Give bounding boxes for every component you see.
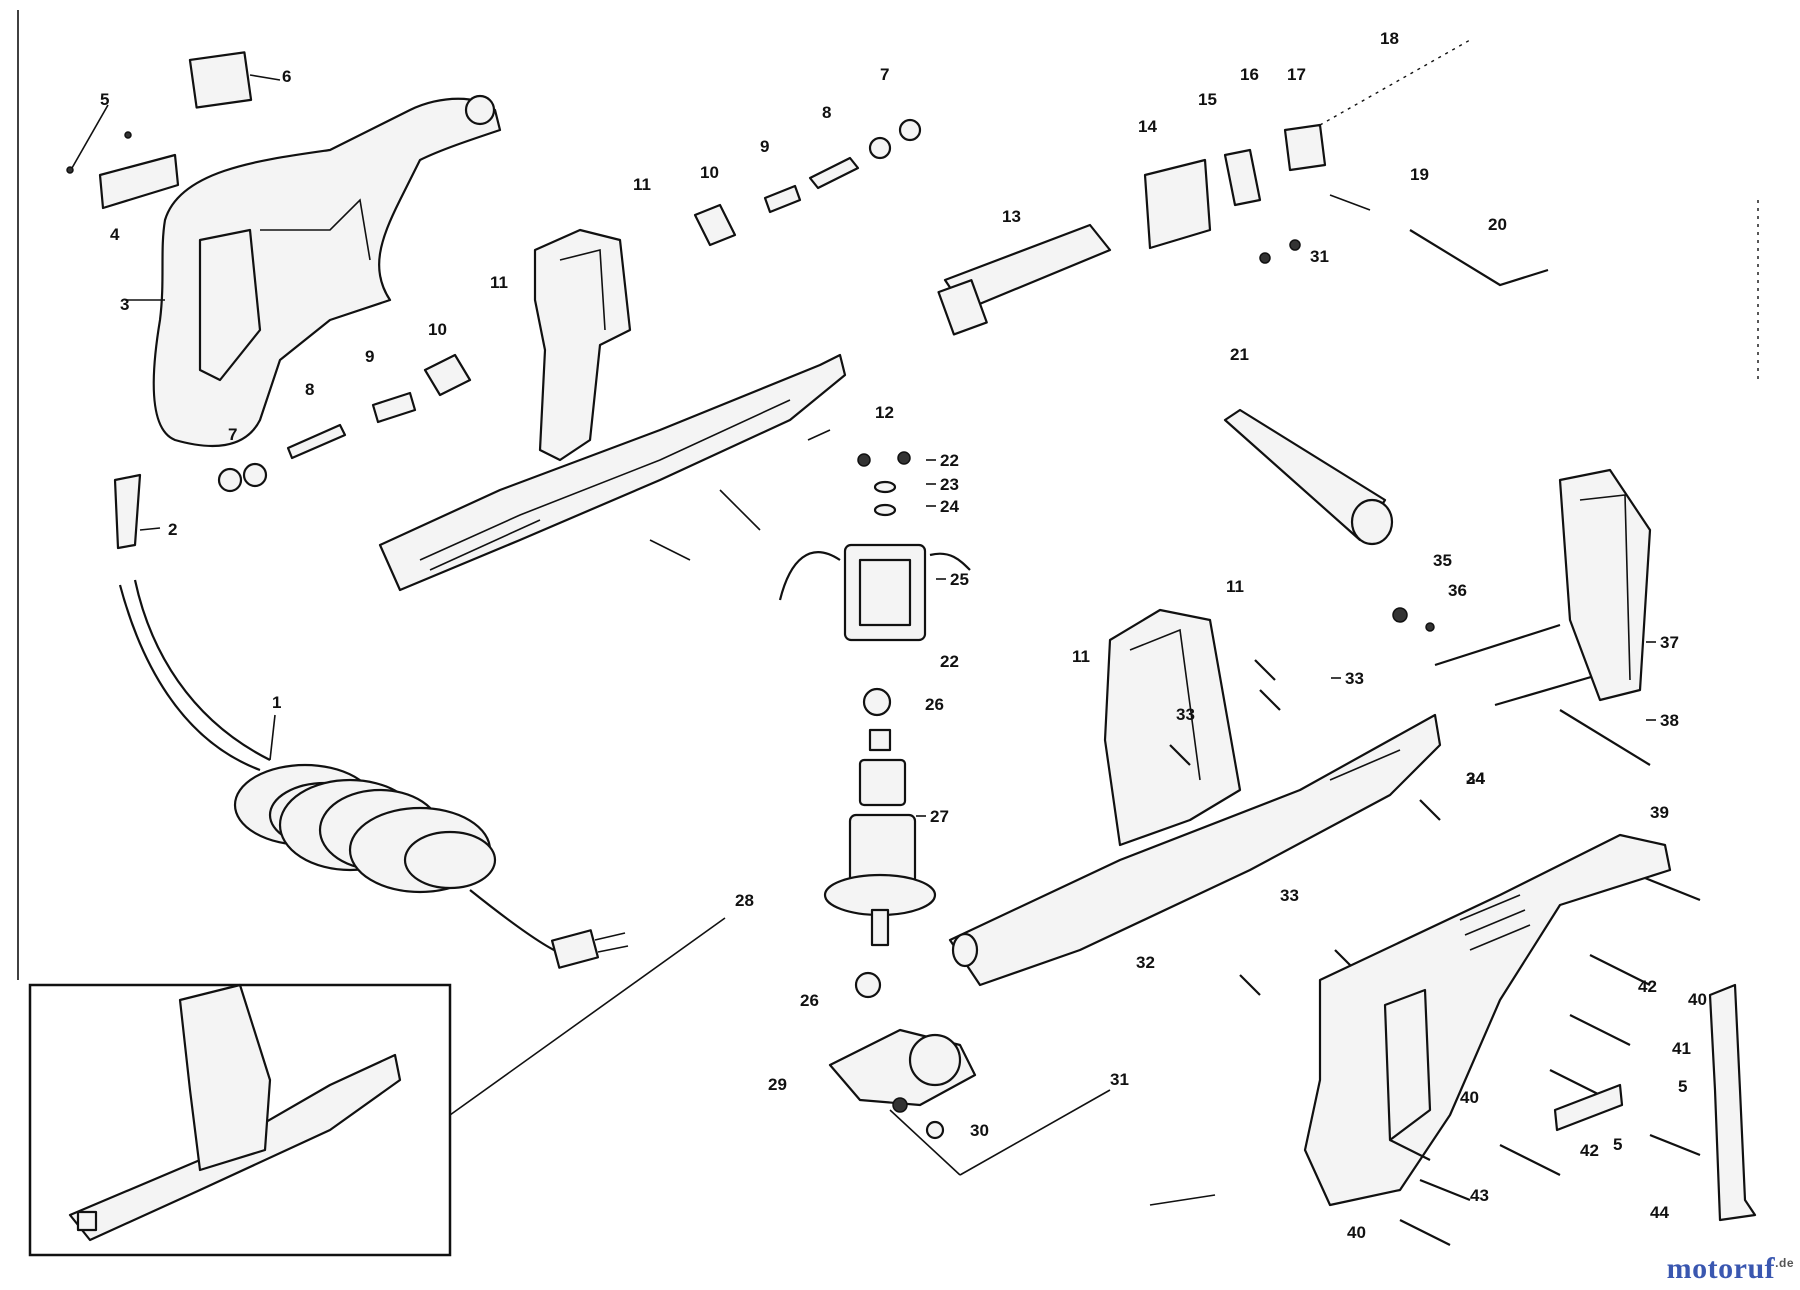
handle-stand <box>1708 983 1757 1222</box>
callout-label-32: 32 <box>1136 953 1155 972</box>
callout-label-44: 44 <box>1650 1203 1669 1222</box>
name-plate <box>98 153 180 210</box>
callout-label-8-2: 8 <box>822 103 831 122</box>
small-screw <box>66 104 132 174</box>
callout-label-7-2: 7 <box>880 65 889 84</box>
callout-label-37: 37 <box>1660 633 1679 652</box>
callout-label-17: 17 <box>1287 65 1306 84</box>
callout-label-23: 23 <box>940 475 959 494</box>
callout-label-18: 18 <box>1380 29 1399 48</box>
callout-label-43: 43 <box>1470 1186 1489 1205</box>
callout-label-9: 9 <box>365 347 374 366</box>
callout-label-40-3: 40 <box>1347 1223 1366 1242</box>
callout-label-27: 27 <box>930 807 949 826</box>
callout-label-42: 42 <box>1638 977 1657 996</box>
callout-label-39: 39 <box>1650 803 1669 822</box>
callout-label-14: 14 <box>1138 117 1157 136</box>
hex-key <box>1409 229 1549 287</box>
callout-label-22: 22 <box>940 451 959 470</box>
right-bracket <box>1558 468 1652 702</box>
callout-label-42-2: 42 <box>1580 1141 1599 1160</box>
left-handle-housing <box>125 94 502 448</box>
callout-label-25: 25 <box>950 570 969 589</box>
callout-label-21: 21 <box>1230 345 1249 364</box>
callout-label-5-3: 5 <box>1613 1135 1622 1154</box>
callout-label-24: 24 <box>940 497 959 516</box>
callout-label-16: 16 <box>1240 65 1259 84</box>
right-handle-housing <box>1303 833 1672 1207</box>
callout-label-22-2: 22 <box>940 652 959 671</box>
callout-label-10: 10 <box>428 320 447 339</box>
blade-clamp-parts <box>1143 39 1471 264</box>
housing-screws <box>1389 876 1701 1246</box>
callout-label-26-2: 26 <box>800 991 819 1010</box>
callout-label-30: 30 <box>970 1121 989 1140</box>
callout-label-33-3: 33 <box>1280 886 1299 905</box>
watermark-brand: motoruf <box>1666 1252 1776 1285</box>
callout-label-5: 5 <box>100 90 109 109</box>
callout-label-29: 29 <box>768 1075 787 1094</box>
callout-label-2: 2 <box>168 520 177 539</box>
callout-label-19: 19 <box>1410 165 1429 184</box>
callout-label-33-2: 33 <box>1176 705 1195 724</box>
field-coil <box>778 543 971 642</box>
callout-label-36: 36 <box>1448 581 1467 600</box>
center-fasteners <box>649 429 911 561</box>
callout-label-7: 7 <box>228 425 237 444</box>
callout-label-41: 41 <box>1672 1039 1691 1058</box>
right-side-screws <box>1169 659 1441 996</box>
callout-label-40: 40 <box>1688 990 1707 1009</box>
blade-bar <box>937 223 1112 336</box>
callout-label-31: 31 <box>1310 247 1329 266</box>
callout-label-35: 35 <box>1433 551 1452 570</box>
gear-assembly <box>828 1028 1111 1176</box>
switch-cover <box>188 51 281 109</box>
callout-label-31-2: 31 <box>1110 1070 1129 1089</box>
handle-grip <box>1223 408 1394 546</box>
callout-label-20: 20 <box>1488 215 1507 234</box>
watermark: motoruf.de <box>1667 1252 1794 1286</box>
callout-label-1: 1 <box>272 693 281 712</box>
callout-label-8: 8 <box>305 380 314 399</box>
callout-label-11-2: 11 <box>490 273 508 292</box>
armature <box>823 687 937 999</box>
callout-label-24-2: 24 <box>1466 769 1485 788</box>
callout-label-10-2: 10 <box>700 163 719 182</box>
callout-label-6: 6 <box>282 67 291 86</box>
callout-label-11-4: 11 <box>1072 647 1090 666</box>
assembled-inset <box>28 983 452 1257</box>
leader-bottom <box>1149 1194 1216 1206</box>
callout-label-28: 28 <box>735 891 754 910</box>
callout-label-40-2: 40 <box>1460 1088 1479 1107</box>
callout-label-33: 33 <box>1345 669 1364 688</box>
cord-clip <box>113 473 161 550</box>
power-cord <box>118 579 629 969</box>
callout-label-11-3: 11 <box>1226 577 1244 596</box>
callout-label-11: 11 <box>633 175 651 194</box>
left-blade-housing <box>378 353 847 592</box>
callout-label-34: 34 <box>1466 769 1485 788</box>
watermark-suffix: .de <box>1775 1256 1794 1270</box>
leader-28 <box>449 917 726 1116</box>
right-blade-housing <box>948 713 1442 987</box>
blade-bracket-right <box>1103 608 1242 847</box>
callout-label-38: 38 <box>1660 711 1679 730</box>
callout-label-26: 26 <box>925 695 944 714</box>
bearing-group-lower <box>217 353 472 493</box>
callout-label-3: 3 <box>120 295 129 314</box>
bearing-group-upper <box>693 118 922 247</box>
callout-label-15: 15 <box>1198 90 1217 109</box>
blade-bracket-center <box>533 228 632 462</box>
callout-label-5-2: 5 <box>1678 1077 1687 1096</box>
callout-label-12: 12 <box>875 403 894 422</box>
callout-label-9-2: 9 <box>760 137 769 156</box>
callout-label-13: 13 <box>1002 207 1021 226</box>
callout-label-4: 4 <box>110 225 120 244</box>
